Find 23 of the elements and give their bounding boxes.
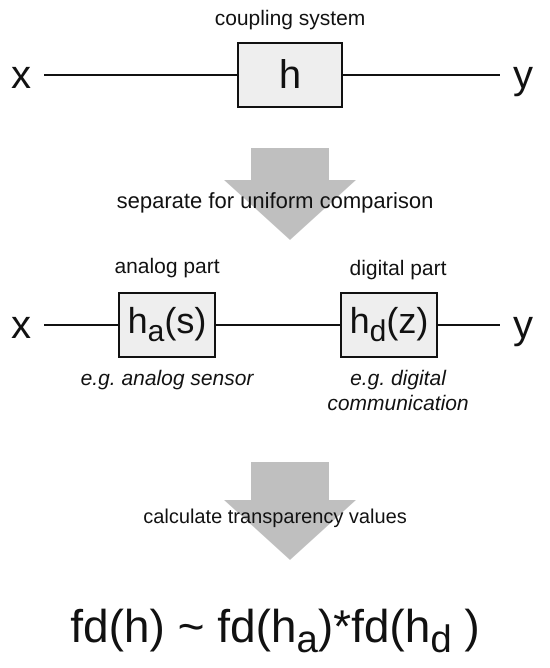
step-note: calculate transparency values: [142, 507, 408, 527]
example-note: e.g. analog sensor: [80, 366, 255, 392]
step-note: separate for uniform comparison: [116, 190, 434, 212]
connector-line: [438, 324, 500, 326]
signal-label: x: [11, 55, 31, 95]
transfer-function: h$_{d}$(z): [350, 302, 428, 348]
formula: fd(h) ~ fd(h$_{a}$)*fd(h$_{d}$ ): [70, 602, 480, 660]
signal-label: y: [513, 55, 533, 95]
signal-label: y: [513, 305, 533, 345]
transfer-function: h: [278, 55, 302, 95]
part-caption: coupling system: [214, 6, 366, 32]
block-box: [237, 42, 343, 108]
block-box: [118, 292, 216, 358]
signal-label: x: [11, 305, 31, 345]
connector-line: [216, 324, 340, 326]
part-caption: digital part: [348, 256, 448, 282]
connector-line: [44, 324, 118, 326]
transfer-function: h$_{a}$(s): [128, 302, 206, 348]
connector-line: [44, 74, 237, 76]
block-box: [340, 292, 438, 358]
example-note: e.g. digital communication: [326, 366, 470, 416]
part-caption: analog part: [113, 254, 221, 280]
connector-line: [343, 74, 500, 76]
